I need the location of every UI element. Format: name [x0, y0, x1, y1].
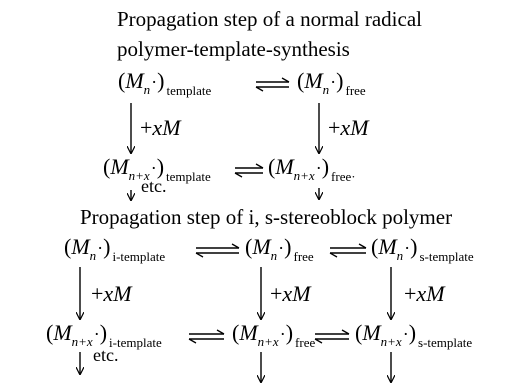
- reagent-plus-xm: +xM: [140, 115, 181, 140]
- equilibrium-arrow: [234, 163, 264, 178]
- reagent-plus-xm: +xM: [91, 281, 132, 306]
- equilibrium-arrow: [329, 243, 367, 258]
- etc-label: etc.: [141, 176, 167, 196]
- equilibrium-arrow: [255, 77, 290, 92]
- reagent-plus-xm: +xM: [328, 115, 369, 140]
- section1-title-line2: polymer-template-synthesis: [117, 37, 350, 61]
- reagent-plus-xm: +xM: [270, 281, 311, 306]
- etc-label: etc.: [93, 345, 119, 365]
- equilibrium-arrow: [195, 243, 240, 258]
- reagent-plus-xm: +xM: [404, 281, 445, 306]
- section1-title-line1: Propagation step of a normal radical: [117, 7, 422, 31]
- section2-title: Propagation step of i, s-stereoblock pol…: [80, 205, 453, 229]
- equilibrium-arrow: [188, 329, 225, 344]
- equilibrium-arrow: [314, 329, 350, 344]
